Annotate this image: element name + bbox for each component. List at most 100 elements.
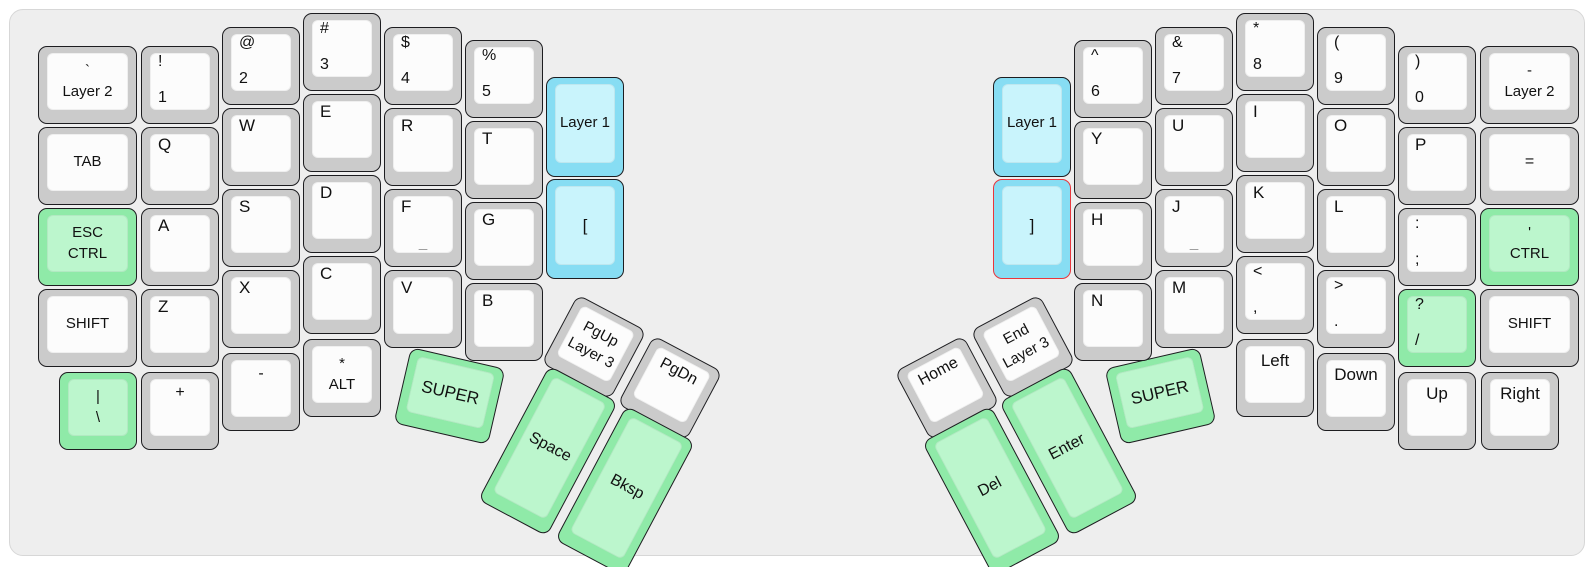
key-6-caret[interactable]: ^6 [1074,40,1152,118]
key-star-alt[interactable]: *ALT [303,339,381,417]
key-z[interactable]: Z [141,289,219,367]
key-c[interactable]: C [303,256,381,334]
keycap-top: <, [1245,263,1305,320]
key-label: SHIFT [65,315,110,333]
key-shift-right[interactable]: SHIFT [1480,289,1579,367]
key-label: V [401,278,413,297]
key-g[interactable]: G [465,202,543,280]
keycap-top: E [312,101,372,158]
key-q[interactable]: Q [141,127,219,205]
key-w[interactable]: W [222,108,300,186]
key-quote-ctrl[interactable]: 'CTRL [1480,208,1579,286]
key-label: Space [525,429,574,466]
key-k[interactable]: K [1236,175,1314,253]
key-shift-left[interactable]: SHIFT [38,289,137,367]
key-semicolon-colon[interactable]: :; [1398,208,1476,286]
key-s[interactable]: S [222,189,300,267]
key-layer1-right[interactable]: Layer 1 [993,77,1071,177]
keycap-top: [ [555,186,615,265]
key-plus[interactable]: + [141,372,219,450]
key-label: < [1253,263,1263,280]
key-esc-ctrl[interactable]: ESC CTRL [38,208,137,286]
key-label: 7 [1172,70,1181,87]
keycap-top: D [312,182,372,239]
key-t[interactable]: T [465,121,543,199]
key-h[interactable]: H [1074,202,1152,280]
key-i[interactable]: I [1236,94,1314,172]
key-8-star[interactable]: *8 [1236,13,1314,91]
key-legend: *8 [1246,20,1304,76]
key-legend: <, [1246,263,1304,319]
key-arrow-right[interactable]: Right [1481,372,1559,450]
key-label: ] [1029,215,1035,235]
key-label: = [1524,153,1535,171]
key-label: ESC [72,223,103,241]
key-b[interactable]: B [465,283,543,361]
key-label: CTRL [67,244,108,262]
key-arrow-left[interactable]: Left [1236,339,1314,417]
key-n[interactable]: N [1074,283,1152,361]
key-left-bracket[interactable]: [ [546,179,624,279]
key-slash-question[interactable]: ?/ [1398,289,1476,367]
key-r[interactable]: R [384,108,462,186]
key-d[interactable]: D [303,175,381,253]
keycap-top: (9 [1326,34,1386,91]
key-label: PgDn [657,354,701,389]
key-label: 0 [1415,89,1424,106]
key-a[interactable]: A [141,208,219,286]
key-label: \ [95,408,101,426]
key-minus-layer2[interactable]: -Layer 2 [1480,46,1579,124]
key-label: SUPER [1128,376,1191,409]
key-m[interactable]: M [1155,270,1233,348]
key-layer1-left[interactable]: Layer 1 [546,77,624,177]
key-9-lparen[interactable]: (9 [1317,27,1395,105]
key-pipe-backslash[interactable]: |\ [59,372,137,450]
key-tab[interactable]: TAB [38,127,137,205]
key-label: Layer 1 [1006,114,1058,132]
key-p[interactable]: P [1398,127,1476,205]
key-o[interactable]: O [1317,108,1395,186]
key-comma-lt[interactable]: <, [1236,256,1314,334]
key-0-rparen[interactable]: )0 [1398,46,1476,124]
key-legend: H [1084,210,1142,265]
key-l[interactable]: L [1317,189,1395,267]
key-label: T [482,129,493,148]
key-7-amp[interactable]: &7 [1155,27,1233,105]
key-4-dollar[interactable]: $4 [384,27,462,105]
key-minus[interactable]: - [222,353,300,431]
key-legend: M [1165,278,1223,333]
key-legend: + [151,380,209,435]
key-x[interactable]: X [222,270,300,348]
keycap-top: T [474,128,534,185]
key-v[interactable]: V [384,270,462,348]
key-legend: Home [907,347,984,423]
key-arrow-up[interactable]: Up [1398,372,1476,450]
keycap-top: ^6 [1083,47,1143,104]
key-label: Y [1091,129,1103,148]
key-label: ? [1415,296,1424,313]
key-f[interactable]: _F [384,189,462,267]
key-label: ` [85,61,90,79]
key-right-bracket[interactable]: ] [993,179,1071,279]
key-equals[interactable]: = [1480,127,1579,205]
key-1-exclam[interactable]: !1 [141,46,219,124]
key-arrow-down[interactable]: Down [1317,353,1395,431]
key-legend: I [1246,102,1304,157]
key-legend: - [232,361,290,416]
keycap-top: - [231,360,291,417]
key-label: Right [1500,384,1540,403]
key-y[interactable]: Y [1074,121,1152,199]
key-legend: K [1246,183,1304,238]
key-5-percent[interactable]: %5 [465,40,543,118]
key-3-hash[interactable]: #3 [303,13,381,91]
key-layer2-left[interactable]: ` Layer 2 [38,46,137,124]
key-2-at[interactable]: @2 [222,27,300,105]
key-e[interactable]: E [303,94,381,172]
key-u[interactable]: U [1155,108,1233,186]
key-j[interactable]: _J [1155,189,1233,267]
keycap-top: K [1245,182,1305,239]
key-legend: Q [151,135,209,190]
key-label: Layer 2 [62,82,113,100]
key-period-gt[interactable]: >. [1317,270,1395,348]
key-legend: PgDn [633,347,710,423]
